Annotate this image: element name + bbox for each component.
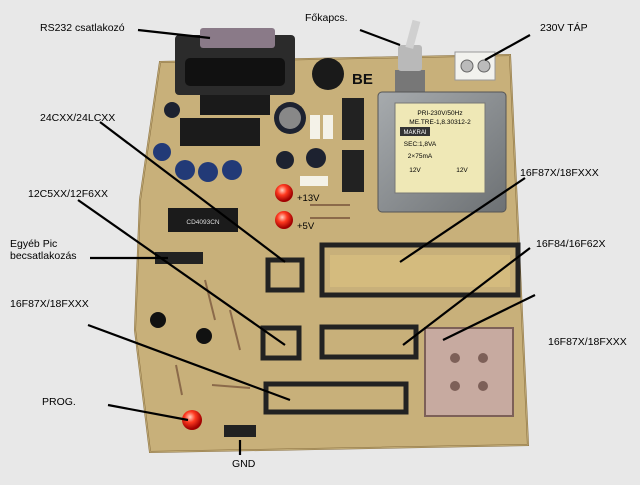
power-terminal <box>454 51 496 81</box>
tap-label: 230V TÁP <box>540 22 588 34</box>
socket-16f84 <box>319 324 419 360</box>
egyeb-pic-label: Egyéb Pic becsatlakozás <box>10 238 77 262</box>
transformer-text-4: 2×75mA <box>408 153 433 160</box>
transformer-text-2: ME.TRE-1,8.30312-2 <box>409 119 471 126</box>
transformer: PRI-230V/50Hz ME.TRE-1,8.30312-2 MAKRAI … <box>377 91 507 213</box>
transformer-text-5: 12V <box>409 167 421 174</box>
transformer-text-6: 12V <box>456 167 468 174</box>
rs232-label: RS232 csatlakozó <box>40 22 125 34</box>
pic8-label: 12C5XX/12F6XX <box>28 188 108 200</box>
plcc-socket <box>424 327 514 417</box>
capacitors <box>153 102 326 182</box>
filter-choke <box>312 58 344 90</box>
socket-24cxx <box>265 257 305 293</box>
plcc-label: 16F87X/18FXXX <box>548 336 627 348</box>
transistor-1 <box>150 312 166 328</box>
be-mark: BE <box>352 71 373 88</box>
socket-12c5xx <box>260 325 302 361</box>
ic-max232 <box>180 118 260 146</box>
pic18-top-right-label: 16F87X/18FXXX <box>520 167 599 179</box>
ic-cd4093: CD4093CN <box>168 208 238 232</box>
pic18-left-label: 16F87X/18FXXX <box>10 298 89 310</box>
socket-16f87x-bottom <box>263 381 409 415</box>
transformer-brand: MAKRAI <box>403 130 426 136</box>
gnd-label: GND <box>232 458 256 470</box>
rs232-connector <box>175 28 295 115</box>
fokapcs-label: Főkapcs. <box>305 12 348 24</box>
eeprom-label: 24CXX/24LCXX <box>40 112 116 124</box>
resistors <box>175 204 350 396</box>
led-prog <box>182 410 202 430</box>
led-5v <box>275 211 293 229</box>
socket-16f87x-top <box>319 242 521 298</box>
transformer-text-3: SEC:1,8VA <box>404 141 437 148</box>
pic16f84-label: 16F84/16F62X <box>536 238 606 250</box>
plus-13v-label: +13V <box>297 193 320 204</box>
gnd-header <box>224 425 256 437</box>
annotation-arrows <box>77 28 536 455</box>
transistor-2 <box>196 328 212 344</box>
prog-label: PROG. <box>42 396 76 408</box>
led-13v <box>275 184 293 202</box>
plus-5v-label: +5V <box>297 221 315 232</box>
transformer-text-1: PRI-230V/50Hz <box>417 110 462 117</box>
regulator-2 <box>342 150 364 192</box>
regulator-1 <box>342 98 364 140</box>
svg-text:CD4093CN: CD4093CN <box>186 219 220 226</box>
